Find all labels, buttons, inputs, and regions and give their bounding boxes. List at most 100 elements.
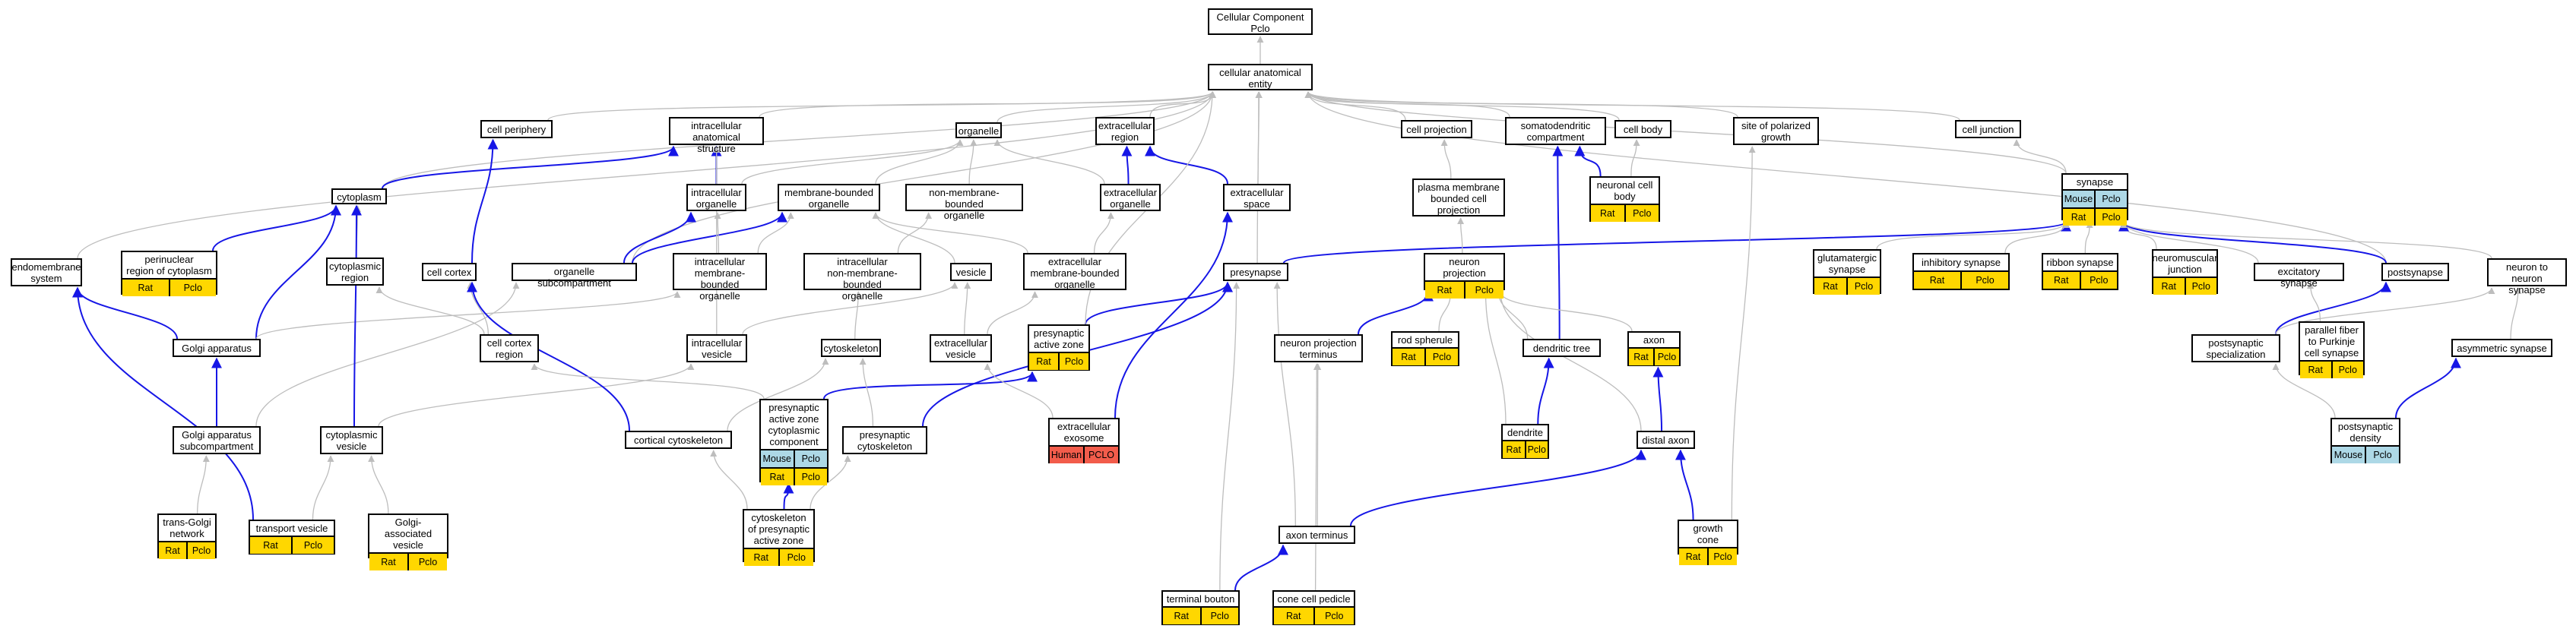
go-term-cae[interactable]: cellular anatomical entity xyxy=(1208,64,1313,90)
is-a-edge xyxy=(810,455,851,510)
is-a-edge xyxy=(897,212,933,254)
go-term-gas[interactable]: Golgi apparatus subcompartment xyxy=(173,426,261,454)
go-term-endomem[interactable]: endomembrane system xyxy=(11,258,82,286)
go-term-dtree[interactable]: dendritic tree xyxy=(1522,339,1601,357)
go-term-cellbody[interactable]: cell body xyxy=(1614,120,1671,138)
is-a-edge xyxy=(312,455,334,520)
go-term-inmbo[interactable]: intracellular non-membrane-bounded organ… xyxy=(803,253,921,302)
is-a-edge xyxy=(964,282,971,335)
go-term-cytves[interactable]: cytoplasmic vesicle xyxy=(320,426,383,454)
go-term-label: Cellular Component Pclo xyxy=(1216,11,1304,34)
go-term-label: extracellular region xyxy=(1098,120,1152,143)
go-term-cortcyto[interactable]: cortical cytoskeleton xyxy=(625,431,732,449)
go-term-ecv[interactable]: extracellular vesicle xyxy=(930,334,992,362)
rat-annotation: Pclo xyxy=(2079,270,2117,289)
go-term-npt[interactable]: neuron projection terminus xyxy=(1274,334,1363,362)
go-term-cellproj[interactable]: cell projection xyxy=(1401,120,1472,138)
rat-annotation: Pclo xyxy=(407,552,447,570)
rat-annotation: Pclo xyxy=(793,467,827,485)
go-term-iv[interactable]: intracellular vesicle xyxy=(686,334,747,362)
go-term-spg[interactable]: site of polarized growth xyxy=(1733,117,1819,145)
go-term-label: presynaptic cytoskeleton xyxy=(857,429,913,452)
go-term-label: cell body xyxy=(1623,123,1663,135)
go-term-pcyto[interactable]: presynaptic cytoskeleton xyxy=(842,426,927,454)
go-term-label: Golgi apparatus xyxy=(182,342,252,354)
go-term-asym[interactable]: asymmetric synapse xyxy=(2451,339,2552,357)
is-a-edge xyxy=(2084,221,2093,254)
is-a-edge xyxy=(742,282,958,335)
go-term-n2n[interactable]: neuron to neuron synapse xyxy=(2487,258,2567,295)
is-a-edge xyxy=(1304,91,2387,264)
go-term-root[interactable]: Cellular Component Pclo xyxy=(1208,8,1313,35)
rat-annotation: Pclo xyxy=(778,548,813,566)
go-term-postsyn[interactable]: postsynapse xyxy=(2381,263,2449,281)
go-term-golgi[interactable]: Golgi apparatus xyxy=(173,339,261,357)
rat-annotation: Rat xyxy=(744,548,778,566)
go-term-label: presynapse xyxy=(1230,266,1282,278)
go-term-pss[interactable]: postsynaptic specialization xyxy=(2191,334,2280,362)
go-term-excit[interactable]: excitatory synapse xyxy=(2254,263,2344,289)
is-a-edge xyxy=(2510,287,2522,340)
is-a-edge xyxy=(1219,282,1240,591)
go-term-imbo[interactable]: intracellular membrane-bounded organelle xyxy=(673,253,767,302)
is-a-edge xyxy=(2307,282,2321,322)
go-term-cytoplasm[interactable]: cytoplasm xyxy=(331,188,387,204)
go-term-cortex[interactable]: cell cortex xyxy=(422,263,477,281)
go-term-ecmbo[interactable]: extracellular membrane-bounded organelle xyxy=(1023,253,1126,290)
go-term-cytreg[interactable]: cytoplasmic region xyxy=(326,258,384,286)
go-term-ccr[interactable]: cell cortex region xyxy=(480,334,539,362)
go-term-organelle[interactable]: organelle xyxy=(955,122,1002,138)
go-term-mbo[interactable]: membrane-bounded organelle xyxy=(778,184,880,211)
go-term-nmbo[interactable]: non-membrane-bounded organelle xyxy=(905,184,1023,221)
go-term-junction[interactable]: cell junction xyxy=(1955,120,2021,138)
go-term-cytoskel[interactable]: cytoskeleton xyxy=(821,339,881,357)
is-a-edge xyxy=(531,363,765,400)
part-of-edge xyxy=(1283,220,2071,264)
go-term-ecr[interactable]: extracellular region xyxy=(1095,117,1155,145)
go-term-intraorg[interactable]: intracellular organelle xyxy=(686,184,746,211)
go-term-ecspace[interactable]: extracellular space xyxy=(1223,184,1291,211)
go-term-label: perinuclear region of cytoplasm xyxy=(126,254,212,276)
go-term-somato[interactable]: somatodendritic compartment xyxy=(1505,117,1606,145)
go-term-ecorg[interactable]: extracellular organelle xyxy=(1100,184,1161,211)
go-term-vesicle[interactable]: vesicle xyxy=(950,263,992,281)
is-a-edge xyxy=(382,91,1216,189)
go-term-periph[interactable]: cell periphery xyxy=(480,120,553,138)
part-of-edge xyxy=(1121,145,1133,185)
go-term-pmbcp[interactable]: plasma membrane bounded cell projection xyxy=(1412,179,1505,216)
go-term-osc[interactable]: organelle subcompartment xyxy=(512,263,637,289)
go-term-distal[interactable]: distal axon xyxy=(1637,431,1695,449)
go-term-label: organelle xyxy=(958,125,1000,137)
rat-annotation: Rat xyxy=(1629,347,1653,365)
go-term-aterm[interactable]: axon terminus xyxy=(1278,526,1355,544)
go-term-pazcc[interactable]: presynaptic active zone cytoplasmic comp… xyxy=(759,399,829,485)
go-term-presyn[interactable]: presynapse xyxy=(1223,263,1288,281)
is-a-edge xyxy=(872,212,1028,254)
go-term-ias[interactable]: intracellular anatomical structure xyxy=(669,117,764,154)
